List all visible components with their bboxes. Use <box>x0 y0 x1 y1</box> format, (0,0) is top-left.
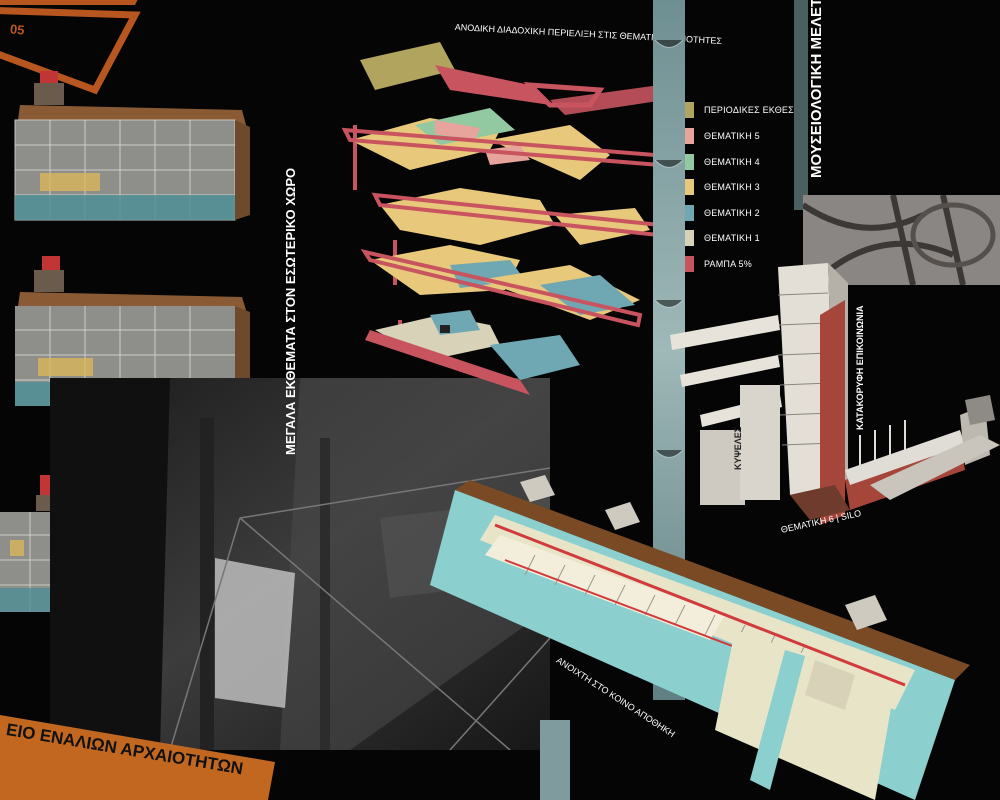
legend-item: ΘΕΜΑΤΙΚΗ 5 <box>676 126 760 146</box>
silo-diagram <box>670 263 1000 525</box>
main-title: ΜΟΥΣΕΙΟΛΟΓΙΚΗ ΜΕΛΕΤΗ <box>808 0 825 178</box>
legend-item: ΘΕΜΑΤΙΚΗ 2 <box>676 203 760 223</box>
legend-label: ΘΕΜΑΤΙΚΗ 1 <box>704 233 760 243</box>
legend-item: ΘΕΜΑΤΙΚΗ 4 <box>676 152 760 172</box>
ramp-level-2 <box>341 108 664 180</box>
top-right-photo <box>803 195 1000 285</box>
ramp-level-3 <box>371 188 663 245</box>
building-section-1 <box>14 71 250 221</box>
vertical-circulation-label: ΚΑΤΑΚΟΡΥΦΗ ΕΠΙΚΟΙΝΩΝΙΑ <box>855 305 865 430</box>
legend-label: ΘΕΜΑΤΙΚΗ 5 <box>704 131 760 141</box>
tower-label: ΚΥΨΕΛΕΣ <box>733 426 743 470</box>
legend-item: ΘΕΜΑΤΙΚΗ 1 <box>676 228 760 248</box>
legend-label: ΠΕΡΙΟΔΙΚΕΣ ΕΚΘΕΣΕΙΣ <box>704 105 809 115</box>
legend-item: ΠΕΡΙΟΔΙΚΕΣ ΕΚΘΕΣΕΙΣ <box>676 100 809 120</box>
sheet-number: 05 <box>9 21 26 38</box>
museum-banner <box>0 715 275 800</box>
legend-label: ΘΕΜΑΤΙΚΗ 3 <box>704 182 760 192</box>
large-exhibits-label: ΜΕΓΑΛΑ ΕΚΘΕΜΑΤΑ ΣΤΟΝ ΕΣΩΤΕΡΙΚΟ ΧΩΡΟ <box>283 167 298 455</box>
legend-item: ΘΕΜΑΤΙΚΗ 3 <box>676 177 760 197</box>
ramp-level-4 <box>360 245 643 328</box>
sheet-frame <box>0 0 141 95</box>
water-strip-lower <box>540 720 570 800</box>
storage-diagram <box>430 475 970 800</box>
legend-label: ΘΕΜΑΤΙΚΗ 2 <box>704 208 760 218</box>
ramp-level-5 <box>365 310 580 395</box>
legend-label: ΘΕΜΑΤΙΚΗ 4 <box>704 157 760 167</box>
sail-exhibit <box>215 558 295 708</box>
legend-label: ΡΑΜΠΑ 5% <box>704 259 752 269</box>
ramp-level-1 <box>360 42 665 115</box>
ramp-diagram <box>341 42 665 395</box>
